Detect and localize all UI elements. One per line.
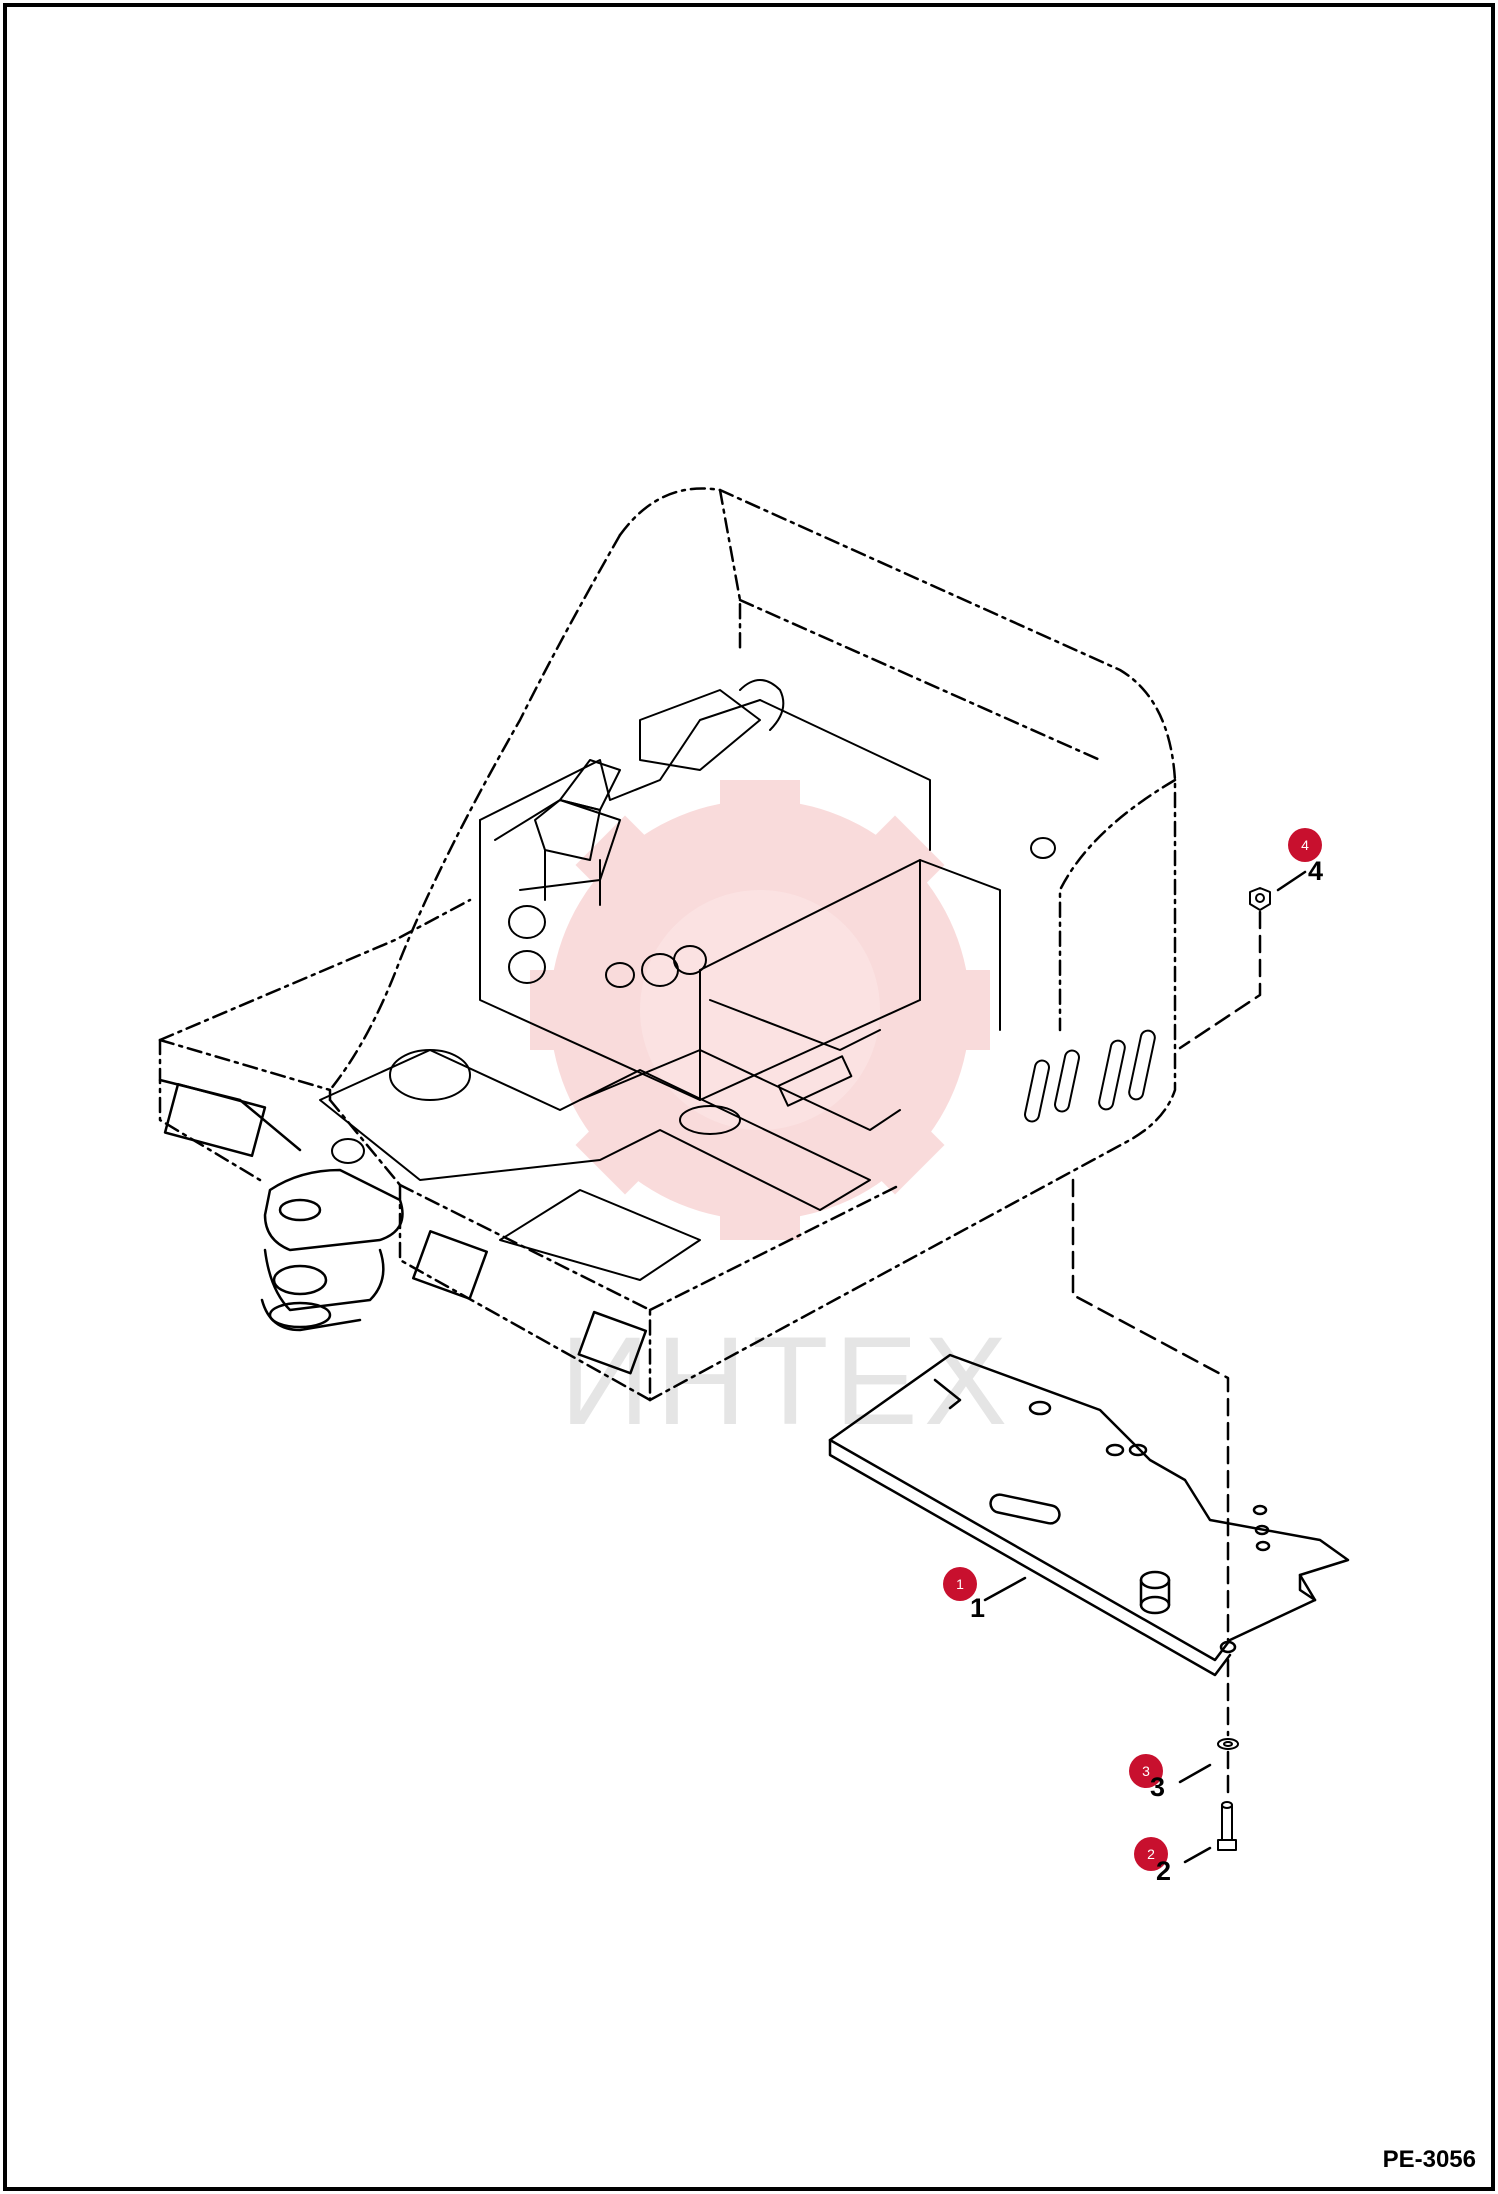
part-number-2: 2 [1156, 1856, 1172, 1886]
part-number-1: 1 [970, 1593, 986, 1623]
side-vents [1024, 1029, 1156, 1123]
console [494, 679, 785, 906]
callout-badge-3[interactable]: 3 [1129, 1754, 1163, 1788]
frame-holes [331, 837, 1056, 1164]
interior-floor [319, 699, 1001, 1281]
part-number-3: 3 [1150, 1772, 1166, 1802]
frame-outline [158, 487, 1177, 1402]
leader-lines [983, 870, 1307, 1864]
watermark-text: ИНТЕХ [560, 1312, 1014, 1451]
floor-plate [828, 1353, 1350, 1677]
assembly-lines [1071, 910, 1262, 1802]
part-number-4: 4 [1308, 856, 1324, 886]
callout-badge-4[interactable]: 4 [1288, 828, 1322, 862]
bolt-part [1217, 1801, 1237, 1851]
swing-mount [158, 1078, 648, 1375]
callout-badge-2[interactable]: 2 [1134, 1837, 1168, 1871]
figure-code: PE-3056 [1382, 2146, 1476, 2173]
callout-badge-1[interactable]: 1 [943, 1567, 977, 1601]
nut-part [1249, 887, 1271, 911]
washer-part [1217, 1738, 1239, 1750]
